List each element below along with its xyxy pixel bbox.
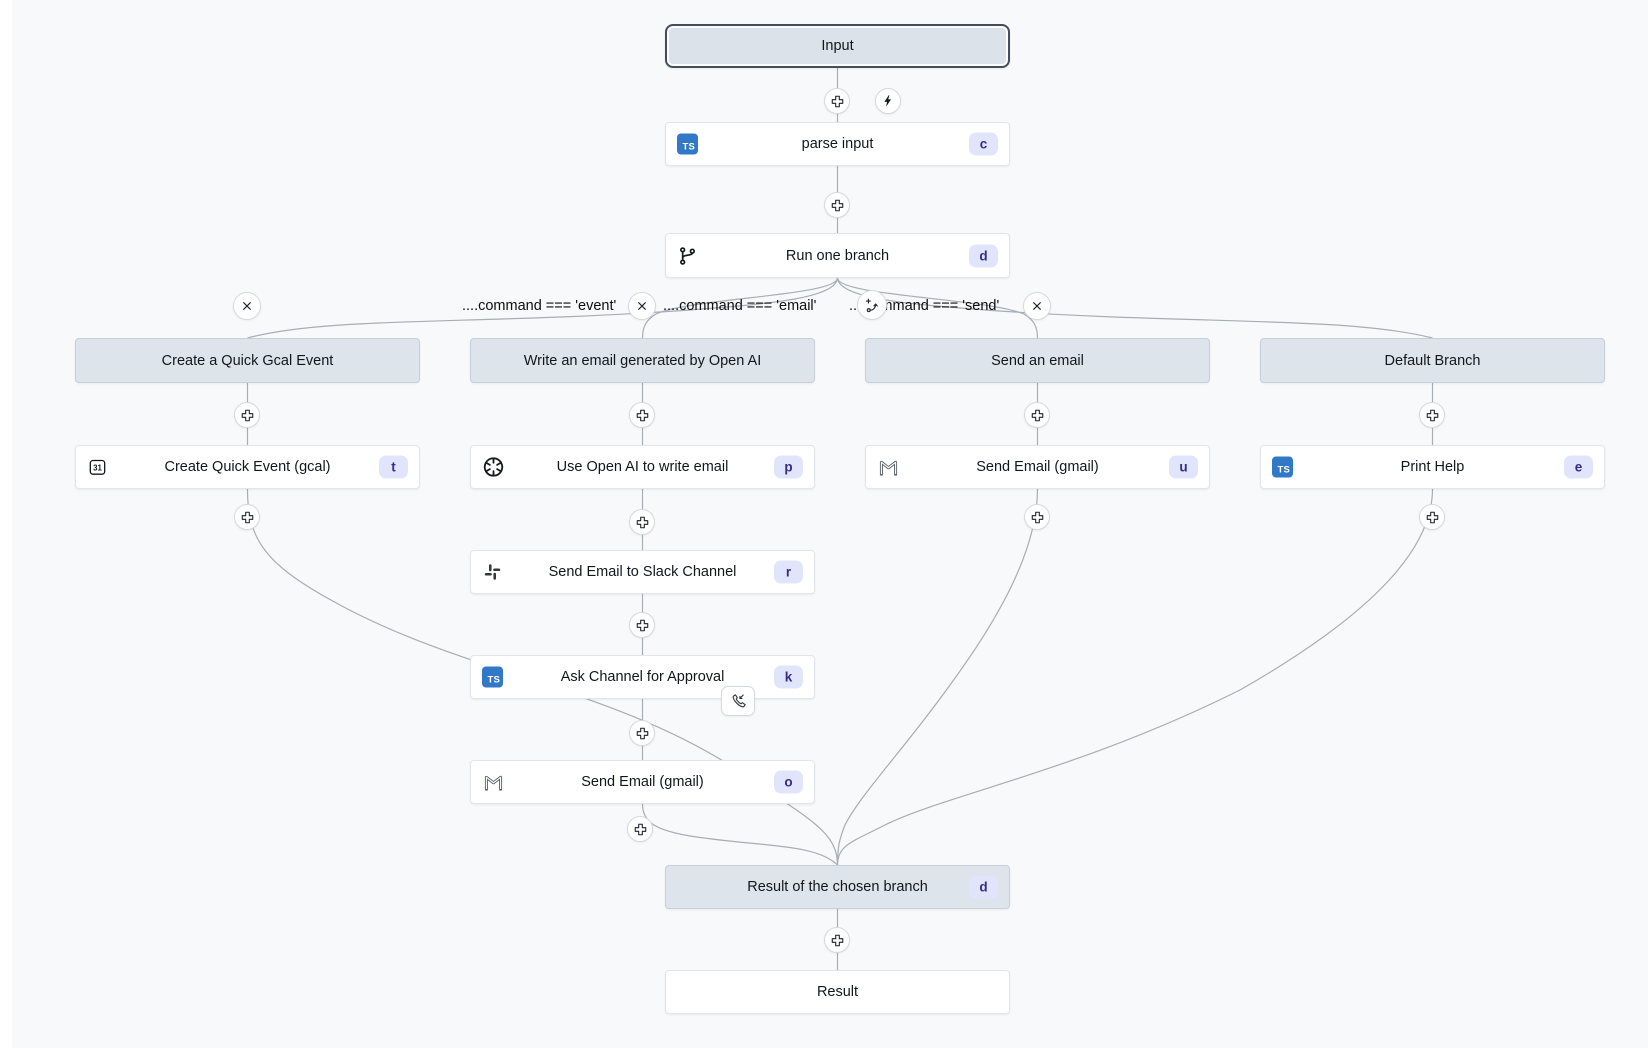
- suspend-approval-indicator: [721, 686, 755, 716]
- plus-icon: [241, 409, 253, 421]
- phone-incoming-icon: [732, 693, 746, 707]
- plus-icon: [636, 727, 648, 739]
- run-one-branch-step[interactable]: Run one branch d: [665, 233, 1010, 278]
- step-id-badge: d: [969, 875, 998, 899]
- add-step-button[interactable]: [629, 612, 655, 638]
- lightning-icon: [884, 95, 892, 107]
- parse-input-step[interactable]: TS parse input c: [665, 122, 1010, 166]
- input-node-label: Input: [821, 38, 854, 54]
- step-id-badge: o: [774, 770, 803, 794]
- add-branch-button[interactable]: [857, 290, 887, 320]
- add-step-button[interactable]: [824, 192, 850, 218]
- step-label: Create Quick Event (gcal): [164, 459, 331, 475]
- typescript-icon: TS: [482, 666, 503, 688]
- plus-icon: [1426, 511, 1438, 523]
- add-step-button[interactable]: [629, 509, 655, 535]
- step-create-quick-event[interactable]: 31 Create Quick Event (gcal) t: [75, 445, 420, 489]
- close-icon: [243, 302, 251, 310]
- step-id-badge: d: [969, 244, 998, 267]
- close-icon: [638, 302, 646, 310]
- plus-icon: [241, 511, 253, 523]
- step-id-badge: t: [379, 455, 408, 479]
- delete-branch-button[interactable]: [628, 292, 656, 320]
- result-branch-node[interactable]: Result of the chosen branch d: [665, 865, 1010, 909]
- step-label: parse input: [801, 136, 874, 152]
- step-label: Ask Channel for Approval: [560, 669, 725, 685]
- add-step-button[interactable]: [1024, 402, 1050, 428]
- add-step-button[interactable]: [824, 88, 850, 114]
- add-step-button[interactable]: [234, 504, 260, 530]
- plus-icon: [636, 409, 648, 421]
- plus-icon: [1031, 511, 1043, 523]
- slack-icon: [482, 562, 503, 583]
- result-node[interactable]: Result: [665, 970, 1010, 1014]
- branch-condition-event: ....command === 'event': [462, 298, 617, 314]
- step-id-badge: k: [774, 665, 803, 689]
- add-step-button[interactable]: [629, 402, 655, 428]
- trigger-button[interactable]: [875, 88, 901, 114]
- openai-icon: [482, 456, 505, 479]
- step-send-email-gmail[interactable]: Send Email (gmail) u: [865, 445, 1210, 489]
- step-label: Send Email (gmail): [581, 774, 704, 790]
- git-branch-icon: [677, 245, 698, 266]
- branch-header-openai-email[interactable]: Write an email generated by Open AI: [470, 338, 815, 383]
- step-send-email-gmail-approval[interactable]: Send Email (gmail) o: [470, 760, 815, 804]
- step-openai-write-email[interactable]: Use Open AI to write email p: [470, 445, 815, 489]
- plus-icon: [634, 823, 646, 835]
- step-id-badge: e: [1564, 455, 1593, 479]
- branch-header-label: Send an email: [991, 352, 1084, 369]
- step-print-help[interactable]: TS Print Help e: [1260, 445, 1605, 489]
- branch-header-label: Default Branch: [1384, 352, 1481, 369]
- gmail-icon: [482, 771, 505, 794]
- step-id-badge: c: [969, 132, 998, 156]
- panel-edge: [0, 0, 12, 1048]
- plus-icon: [831, 199, 843, 211]
- plus-icon: [831, 95, 843, 107]
- step-label: Send Email to Slack Channel: [548, 564, 737, 580]
- add-step-button[interactable]: [1024, 504, 1050, 530]
- plus-icon: [1426, 409, 1438, 421]
- branch-header-default[interactable]: Default Branch: [1260, 338, 1605, 383]
- delete-branch-button[interactable]: [1023, 292, 1051, 320]
- add-step-button[interactable]: [234, 402, 260, 428]
- add-step-button[interactable]: [1419, 402, 1445, 428]
- add-step-button[interactable]: [629, 720, 655, 746]
- calendar-icon: 31: [87, 457, 108, 478]
- add-step-button[interactable]: [1419, 504, 1445, 530]
- step-label: Print Help: [1400, 459, 1465, 475]
- result-label: Result: [816, 984, 859, 1000]
- branch-condition-email: ....command === 'email': [663, 298, 817, 314]
- input-node[interactable]: Input: [665, 24, 1010, 68]
- step-id-badge: u: [1169, 455, 1198, 479]
- plus-icon: [636, 516, 648, 528]
- step-id-badge: p: [774, 455, 803, 479]
- result-branch-label: Result of the chosen branch: [747, 879, 928, 895]
- delete-branch-button[interactable]: [233, 292, 261, 320]
- branch-header-label: Create a Quick Gcal Event: [161, 352, 334, 369]
- add-step-button[interactable]: [627, 816, 653, 842]
- step-ask-channel-approval[interactable]: TS Ask Channel for Approval k: [470, 655, 815, 699]
- plus-icon: [831, 934, 843, 946]
- step-label: Use Open AI to write email: [556, 459, 729, 475]
- add-branch-icon: [865, 298, 878, 312]
- gmail-icon: [877, 456, 900, 479]
- branch-header-label: Write an email generated by Open AI: [523, 352, 762, 369]
- step-label: Run one branch: [785, 247, 890, 264]
- close-icon: [1033, 302, 1041, 310]
- typescript-icon: TS: [677, 133, 698, 155]
- step-id-badge: r: [774, 560, 803, 584]
- add-step-button[interactable]: [824, 927, 850, 953]
- typescript-icon: TS: [1272, 456, 1293, 478]
- plus-icon: [1031, 409, 1043, 421]
- branch-header-gcal-event[interactable]: Create a Quick Gcal Event: [75, 338, 420, 383]
- branch-header-send-email[interactable]: Send an email: [865, 338, 1210, 383]
- plus-icon: [636, 619, 648, 631]
- step-label: Send Email (gmail): [976, 459, 1099, 475]
- step-send-email-slack[interactable]: Send Email to Slack Channel r: [470, 550, 815, 594]
- calendar-day-label: 31: [93, 463, 102, 472]
